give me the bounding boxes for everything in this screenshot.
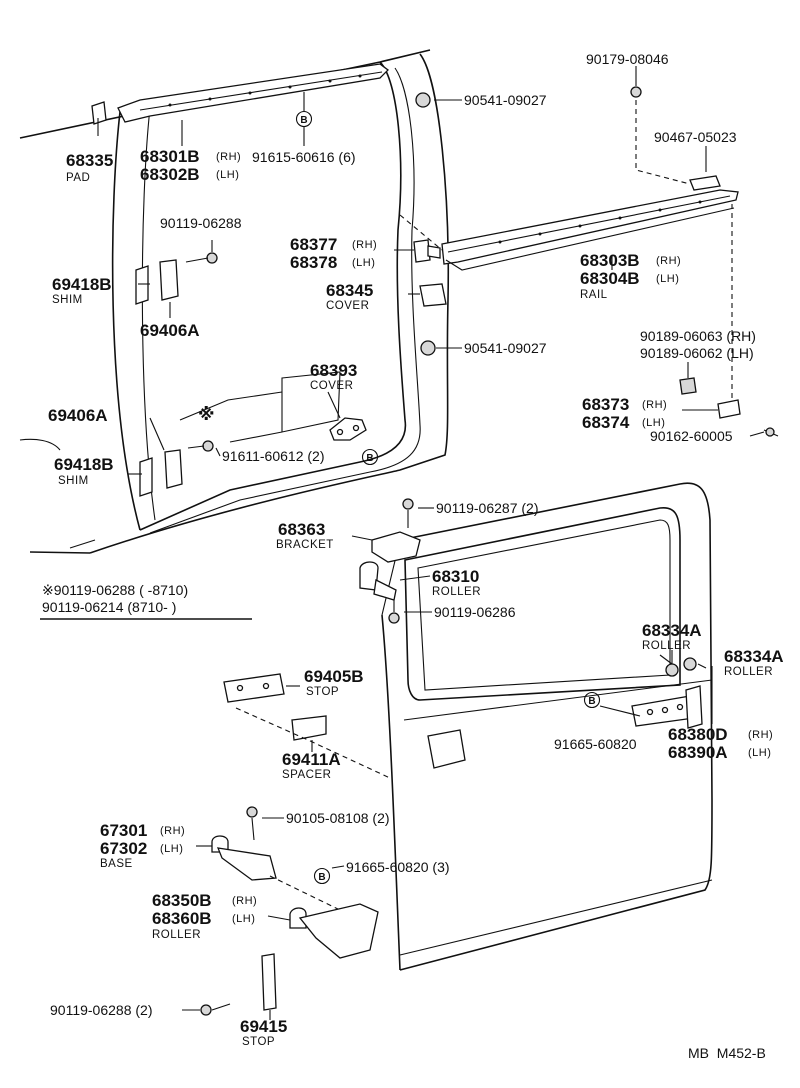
svg-text:(LH): (LH) — [748, 747, 771, 759]
sliding-door — [381, 482, 713, 971]
svg-text:(LH): (LH) — [352, 257, 375, 269]
svg-text:BASE: BASE — [100, 858, 133, 870]
svg-text:ROLLER: ROLLER — [724, 666, 773, 678]
label-90105: 90105-08108 (2) — [286, 810, 390, 826]
label-90119-06288-a: 90119-06288 — [160, 215, 242, 231]
lower-roller-assembly — [200, 806, 379, 1016]
callout-b-1: B — [295, 110, 313, 128]
svg-text:ROLLER: ROLLER — [432, 586, 481, 598]
label-69405b: 69405B — [304, 667, 364, 686]
center-rail — [399, 86, 739, 400]
label-91611: 91611-60612 (2) — [222, 448, 324, 464]
label-68345: 68345 — [326, 281, 373, 300]
label-67302: 67302 — [100, 839, 147, 858]
shim-upper — [135, 252, 218, 305]
note-line-2: 90119-06214 (8710- ) — [42, 599, 176, 615]
label-91665-a: 91665-60820 — [554, 736, 637, 752]
svg-text:(RH): (RH) — [656, 255, 681, 267]
svg-text:RAIL: RAIL — [580, 289, 608, 301]
svg-text:(LH): (LH) — [642, 417, 665, 429]
body-side-panel — [19, 49, 450, 554]
label-68304b: 68304B — [580, 269, 640, 288]
label-68335: 68335 — [66, 151, 113, 170]
svg-text:STOP: STOP — [242, 1036, 275, 1048]
label-68301b: 68301B — [140, 147, 200, 166]
note-line-1: ※90119-06288 ( -8710) — [42, 582, 188, 598]
label-68380d: 68380D — [668, 725, 728, 744]
label-68377: 68377 — [290, 235, 337, 254]
svg-text:ROLLER: ROLLER — [152, 929, 201, 941]
label-68390a: 68390A — [668, 743, 728, 762]
svg-text:(LH): (LH) — [232, 913, 255, 925]
svg-text:B: B — [300, 115, 307, 126]
callout-b-4: B — [313, 867, 331, 885]
label-68373: 68373 — [582, 395, 629, 414]
svg-text:SHIM: SHIM — [58, 475, 89, 487]
label-67301: 67301 — [100, 821, 147, 840]
center-roller-assembly — [631, 654, 707, 729]
label-68374: 68374 — [582, 413, 630, 432]
label-69415: 69415 — [240, 1017, 287, 1036]
label-90541-bottom: 90541-09027 — [464, 340, 547, 356]
svg-text:COVER: COVER — [326, 300, 369, 312]
sub-68335: PAD — [66, 172, 90, 184]
label-69411a: 69411A — [282, 750, 341, 769]
svg-text:(RH): (RH) — [216, 151, 241, 163]
stop-spacer — [223, 673, 391, 779]
svg-text:(RH): (RH) — [748, 729, 773, 741]
body-edge-curve — [19, 438, 61, 451]
svg-text:(LH): (LH) — [216, 169, 239, 181]
label-91615: 91615-60616 (6) — [252, 149, 356, 165]
label-90119-06286: 90119-06286 — [434, 604, 516, 620]
callout-b-3: B — [583, 691, 601, 709]
label-90162: 90162-60005 — [650, 428, 733, 444]
svg-text:SPACER: SPACER — [282, 769, 331, 781]
label-68334a-left: 68334A — [642, 621, 702, 640]
label-90179: 90179-08046 — [586, 51, 669, 67]
label-68302b: 68302B — [140, 165, 200, 184]
label-69406a-lower: 69406A — [48, 406, 108, 425]
label-68350b: 68350B — [152, 891, 212, 910]
shim-lower — [139, 440, 214, 497]
svg-text:(RH): (RH) — [352, 239, 377, 251]
svg-text:B: B — [318, 872, 325, 883]
label-68393: 68393 — [310, 361, 357, 380]
label-68360b: 68360B — [152, 909, 212, 928]
label-90189-lh: 90189-06062 (LH) — [640, 345, 754, 361]
part-labels: 68335 PAD 68301B (RH) 68302B (LH) 91615-… — [40, 51, 784, 1061]
label-68378: 68378 — [290, 253, 337, 272]
svg-text:ROLLER: ROLLER — [642, 640, 691, 652]
diagram-id: MB M452-B — [688, 1045, 766, 1061]
label-68303b: 68303B — [580, 251, 640, 270]
label-69418b-upper: 69418B — [52, 275, 112, 294]
svg-text:BRACKET: BRACKET — [276, 539, 334, 551]
svg-text:(RH): (RH) — [232, 895, 257, 907]
svg-text:(LH): (LH) — [656, 273, 679, 285]
svg-text:(RH): (RH) — [642, 399, 667, 411]
label-90119-06288-b: 90119-06288 (2) — [50, 1002, 152, 1018]
svg-text:SHIM: SHIM — [52, 294, 83, 306]
star-mark: ※ — [198, 405, 215, 424]
leader-lines — [97, 66, 765, 1020]
label-91665-b: 91665-60820 (3) — [346, 859, 450, 875]
label-90189-rh: 90189-06063 (RH) — [640, 328, 756, 344]
svg-text:STOP: STOP — [306, 686, 339, 698]
label-90467: 90467-05023 — [654, 129, 737, 145]
upper-roller-assembly — [359, 498, 421, 624]
svg-text:B: B — [366, 453, 373, 464]
label-69406a-upper: 69406A — [140, 321, 200, 340]
label-68363: 68363 — [278, 520, 325, 539]
label-90541-top: 90541-09027 — [464, 92, 547, 108]
callout-b-2: B — [361, 448, 379, 466]
svg-text:B: B — [588, 696, 595, 707]
label-90119-06287: 90119-06287 (2) — [436, 500, 538, 516]
label-68310: 68310 — [432, 567, 479, 586]
label-69418b-lower: 69418B — [54, 455, 114, 474]
rail-end-parts — [679, 377, 779, 437]
svg-text:COVER: COVER — [310, 380, 353, 392]
label-68334a-right: 68334A — [724, 647, 784, 666]
svg-text:(LH): (LH) — [160, 843, 183, 855]
svg-text:(RH): (RH) — [160, 825, 185, 837]
